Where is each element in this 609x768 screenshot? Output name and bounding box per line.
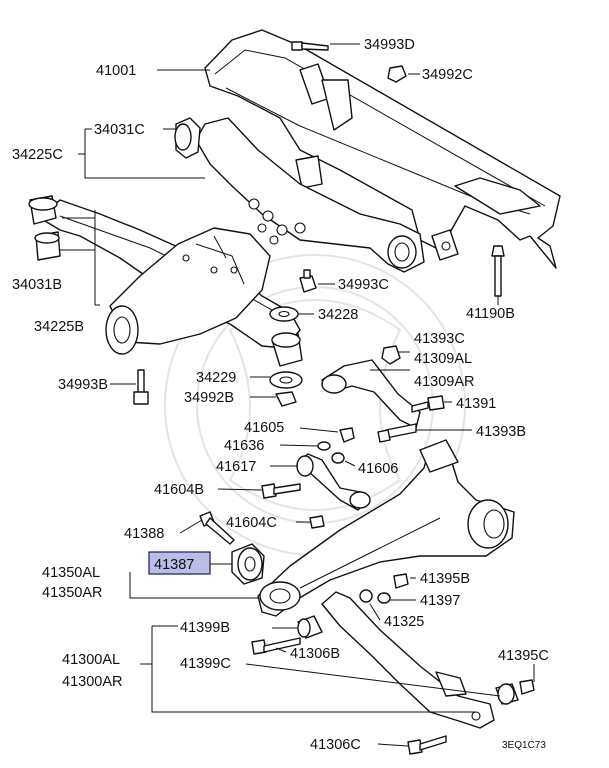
label-34993C[interactable]: 34993C [338, 277, 389, 293]
bushing-34031C[interactable] [174, 117, 201, 159]
label-41395C[interactable]: 41395C [498, 648, 549, 664]
crossmember-41001[interactable] [204, 29, 561, 269]
bolt-41306C[interactable] [407, 735, 447, 755]
label-41604B[interactable]: 41604B [154, 482, 204, 498]
label-41300AL[interactable]: 41300AL [62, 652, 120, 668]
differential-housing [105, 227, 271, 355]
label-41300AR[interactable]: 41300AR [62, 674, 122, 690]
bolt-34993B[interactable] [133, 369, 149, 405]
label-41190B[interactable]: 41190B [466, 306, 515, 322]
label-41395B[interactable]: 41395B [420, 571, 470, 587]
bushing-34031B[interactable] [28, 195, 61, 261]
label-41393C[interactable]: 41393C [414, 331, 465, 347]
bolt-41604B[interactable] [261, 483, 301, 499]
label-34031C[interactable]: 34031C [94, 122, 145, 138]
nut-41393C[interactable] [381, 345, 401, 365]
washer-41636[interactable] [317, 441, 331, 451]
label-34992B[interactable]: 34992B [184, 390, 234, 406]
part-labels: 34993D 41001 34992C 34031C 34225C 34031B… [12, 37, 549, 753]
leader-lines [60, 43, 535, 747]
label-41393B[interactable]: 41393B [476, 424, 526, 440]
label-34993D[interactable]: 34993D [364, 37, 415, 53]
label-41388[interactable]: 41388 [124, 526, 164, 542]
label-34993B[interactable]: 34993B [58, 377, 108, 393]
label-41636[interactable]: 41636 [224, 438, 264, 454]
nut-34992B[interactable] [275, 391, 297, 407]
nut-41604C[interactable] [309, 515, 325, 529]
bushing-41606[interactable] [331, 452, 345, 464]
bolt-41391[interactable] [411, 395, 445, 413]
nut-34992C[interactable] [387, 65, 407, 83]
bolt-41393B[interactable] [377, 423, 417, 443]
diff-support-member-34225C[interactable] [195, 117, 425, 273]
washer-34229[interactable] [269, 371, 303, 389]
label-34225C[interactable]: 34225C [12, 147, 63, 163]
bolt-41388[interactable] [199, 511, 235, 545]
lower-arm-41300[interactable] [321, 591, 495, 729]
diagram-code: 3EQ1C73 [502, 740, 546, 751]
highlight-41387 [148, 551, 211, 575]
label-41399B[interactable]: 41399B [180, 620, 230, 636]
label-41399C[interactable]: 41399C [180, 656, 231, 672]
label-41306B[interactable]: 41306B [290, 646, 340, 662]
bolt-34993C[interactable] [299, 269, 317, 293]
label-41391[interactable]: 41391 [456, 396, 496, 412]
label-34229[interactable]: 34229 [196, 370, 236, 386]
label-41387[interactable]: 41387 [154, 557, 194, 573]
label-41001[interactable]: 41001 [96, 63, 136, 79]
label-41309AR[interactable]: 41309AR [414, 374, 474, 390]
label-34031B[interactable]: 34031B [12, 277, 62, 293]
label-41325[interactable]: 41325 [384, 614, 424, 630]
label-41606[interactable]: 41606 [358, 461, 398, 477]
washer-41397[interactable] [377, 592, 391, 604]
trailing-arm-41350[interactable] [257, 439, 515, 617]
bolt-41306B[interactable] [251, 637, 301, 655]
nut-41395B[interactable] [393, 573, 409, 589]
nut-41395C[interactable] [519, 679, 535, 695]
label-34225B[interactable]: 34225B [34, 319, 84, 335]
bolt-41190B[interactable] [491, 245, 505, 297]
label-41397[interactable]: 41397 [420, 593, 460, 609]
label-41309AL[interactable]: 41309AL [414, 351, 472, 367]
toe-link-41617[interactable] [296, 453, 371, 511]
label-41350AL[interactable]: 41350AL [42, 565, 100, 581]
label-34228[interactable]: 34228 [318, 307, 358, 323]
label-41604C[interactable]: 41604C [226, 515, 277, 531]
label-41350AR[interactable]: 41350AR [42, 585, 102, 601]
label-41617[interactable]: 41617 [216, 459, 256, 475]
label-34992C[interactable]: 34992C [422, 67, 473, 83]
bolt-34993D[interactable] [291, 41, 329, 51]
bushing-41387[interactable] [231, 543, 265, 585]
label-41605[interactable]: 41605 [244, 420, 284, 436]
nut-41605[interactable] [339, 427, 355, 443]
bushing-41399B[interactable] [297, 615, 323, 639]
bushing-41325[interactable] [359, 589, 373, 603]
bushing-lower-right [271, 332, 303, 367]
label-41306C[interactable]: 41306C [310, 737, 361, 753]
bushing-41399C[interactable] [495, 683, 519, 705]
bushing-34228[interactable] [269, 306, 299, 322]
